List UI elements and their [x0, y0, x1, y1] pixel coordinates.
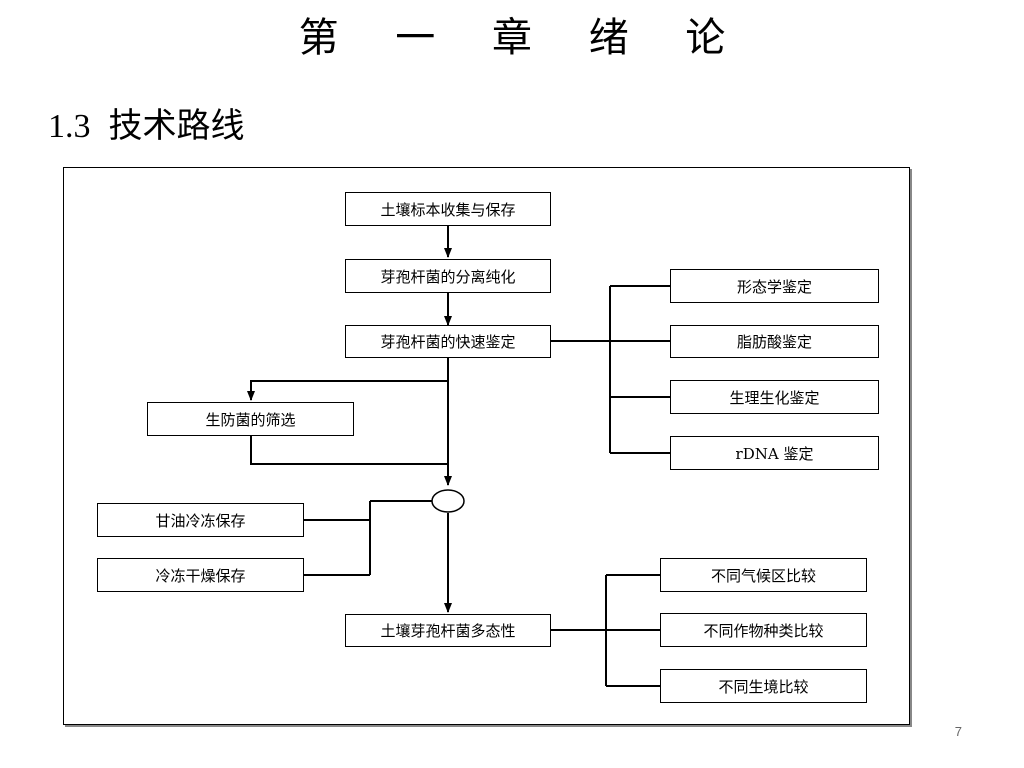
storage-junction-circle: [431, 489, 465, 513]
section-heading: 1.3 技术路线: [48, 98, 245, 155]
node-freeze-drying: 冷冻干燥保存: [97, 558, 304, 592]
arrow-to-screening: [247, 380, 448, 401]
section-title: 技术路线: [108, 106, 245, 146]
chapter-title: 第 一 章 绪 论: [298, 15, 748, 61]
flowchart-connectors: [247, 226, 670, 687]
node-rapid-identification: 芽孢杆菌的快速鉴定: [345, 325, 551, 358]
section-number: 1.3: [48, 108, 91, 145]
line-screening-return: [250, 436, 448, 465]
technical-route-flowchart: 土壤标本收集与保存 芽孢杆菌的分离纯化 芽孢杆菌的快速鉴定 形态学鉴定 脂肪酸鉴…: [63, 167, 910, 725]
node-rdna: rDNA 鉴定: [670, 436, 879, 470]
node-habitat-compare: 不同生境比较: [660, 669, 867, 703]
node-fatty-acid: 脂肪酸鉴定: [670, 325, 879, 358]
node-soil-collection: 土壤标本收集与保存: [345, 192, 551, 226]
page-number: 7: [954, 724, 962, 739]
node-glycerol-freezing: 甘油冷冻保存: [97, 503, 304, 537]
node-physio-biochem: 生理生化鉴定: [670, 380, 879, 414]
node-climate-compare: 不同气候区比较: [660, 558, 867, 592]
node-isolation: 芽孢杆菌的分离纯化: [345, 259, 551, 293]
node-diversity: 土壤芽孢杆菌多态性: [345, 614, 551, 647]
node-crop-compare: 不同作物种类比较: [660, 613, 867, 647]
node-biocontrol-screening: 生防菌的筛选: [147, 402, 354, 436]
node-morphology: 形态学鉴定: [670, 269, 879, 303]
